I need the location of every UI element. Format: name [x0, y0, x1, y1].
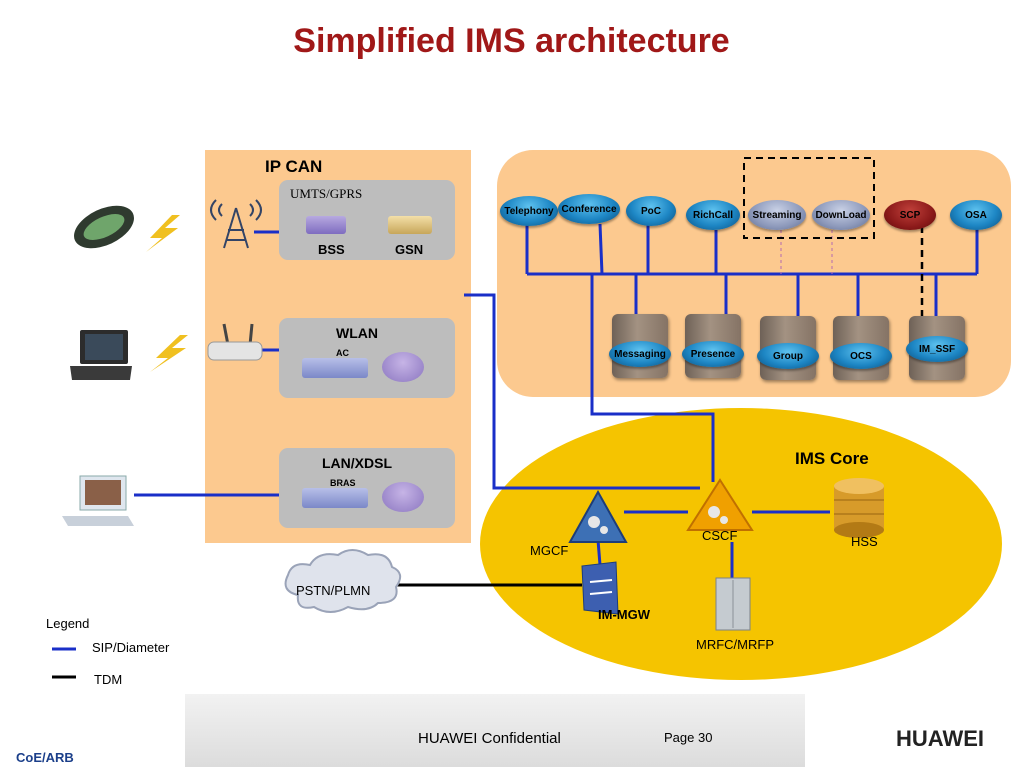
poc-node: PoC: [626, 196, 676, 226]
messaging-label: Messaging: [609, 341, 671, 367]
mrfc-mrfp-label: MRFC/MRFP: [696, 637, 774, 652]
group-server: Group: [757, 316, 819, 380]
legend-tdm-label: TDM: [94, 672, 123, 687]
bras-label: BRAS: [330, 478, 356, 488]
coe-arb-label: CoE/ARB: [16, 750, 74, 765]
ocs-server: OCS: [830, 316, 892, 380]
richcall-node: RichCall: [686, 200, 740, 230]
messaging-server: Messaging: [609, 314, 671, 378]
bss-switch-icon: [306, 216, 346, 234]
mgcf-mgw-line: [596, 539, 602, 566]
pstn-plmn-label: PSTN/PLMN: [296, 583, 371, 598]
lightning-icon-2: [150, 335, 188, 372]
umts-label: UMTS/GPRS: [290, 186, 363, 201]
laptop-icon: [70, 330, 132, 380]
footer-brand-panel: [805, 694, 1023, 767]
antenna-tower-icon: [210, 199, 262, 249]
mgcf-label: MGCF: [530, 543, 569, 558]
im-ssf-server: IM_SSF: [906, 316, 968, 380]
im-ssf-label: IM_SSF: [906, 336, 968, 362]
presence-label: Presence: [682, 341, 744, 367]
legend-title: Legend: [46, 616, 90, 631]
lightning-icon-1: [146, 215, 180, 252]
mobile-phone-icon: [74, 205, 134, 249]
footer-page-number: Page 30: [664, 730, 713, 745]
ac-label: AC: [336, 348, 349, 358]
ipcan-to-cscf-line: [464, 293, 700, 490]
group-label: Group: [757, 343, 819, 369]
ip-can-title: IP CAN: [265, 157, 323, 176]
hss-database-icon: [834, 478, 884, 538]
gsn-label: GSN: [395, 242, 424, 257]
itu-logo-text: ITU: [40, 712, 83, 738]
pstn-cloud-icon: [284, 549, 402, 613]
footer-confidential: HUAWEI Confidential: [418, 730, 561, 747]
osa-node: OSA: [950, 200, 1002, 230]
huawei-brand-text: HUAWEI: [896, 726, 984, 751]
presence-server: Presence: [682, 314, 744, 378]
scp-node: SCP: [884, 200, 936, 230]
streaming-group-box: [743, 157, 875, 239]
wlan-label: WLAN: [336, 325, 378, 341]
telephony-node: Telephony: [500, 196, 558, 226]
desktop-computer-icon: [62, 475, 134, 526]
page-title: Simplified IMS architecture: [293, 22, 730, 60]
gsn-router-icon: [388, 216, 432, 234]
ims-core-ellipse: [480, 408, 1002, 680]
legend-swatches: [52, 647, 76, 679]
bras-switch-icon: [302, 488, 368, 508]
cscf-label: CSCF: [702, 528, 738, 543]
mrf-server-rack-icon: [715, 577, 751, 631]
conference-node: Conference: [558, 194, 620, 224]
cscf-pyramid-icon: [686, 478, 754, 531]
bss-label: BSS: [318, 242, 345, 257]
service-to-cscf-line: [590, 274, 715, 482]
ims-core-title: IMS Core: [795, 449, 869, 468]
wlan-access-point-icon: [207, 323, 263, 361]
streaming-node: Streaming: [748, 200, 806, 230]
ac-switch-icon: [302, 358, 368, 378]
ocs-label: OCS: [830, 343, 892, 369]
footer-logo-panel: [0, 694, 185, 767]
lan-router-icon: [382, 482, 424, 512]
im-mgw-gateway-icon: [581, 561, 619, 615]
legend-sip-label: SIP/Diameter: [92, 640, 170, 655]
wlan-router-icon: [382, 352, 424, 382]
mgcf-pyramid-icon: [568, 489, 628, 543]
hss-label: HSS: [851, 534, 878, 549]
im-mgw-label: IM-MGW: [598, 607, 650, 622]
download-node: DownLoad: [812, 200, 870, 230]
lan-label: LAN/XDSL: [322, 455, 392, 471]
